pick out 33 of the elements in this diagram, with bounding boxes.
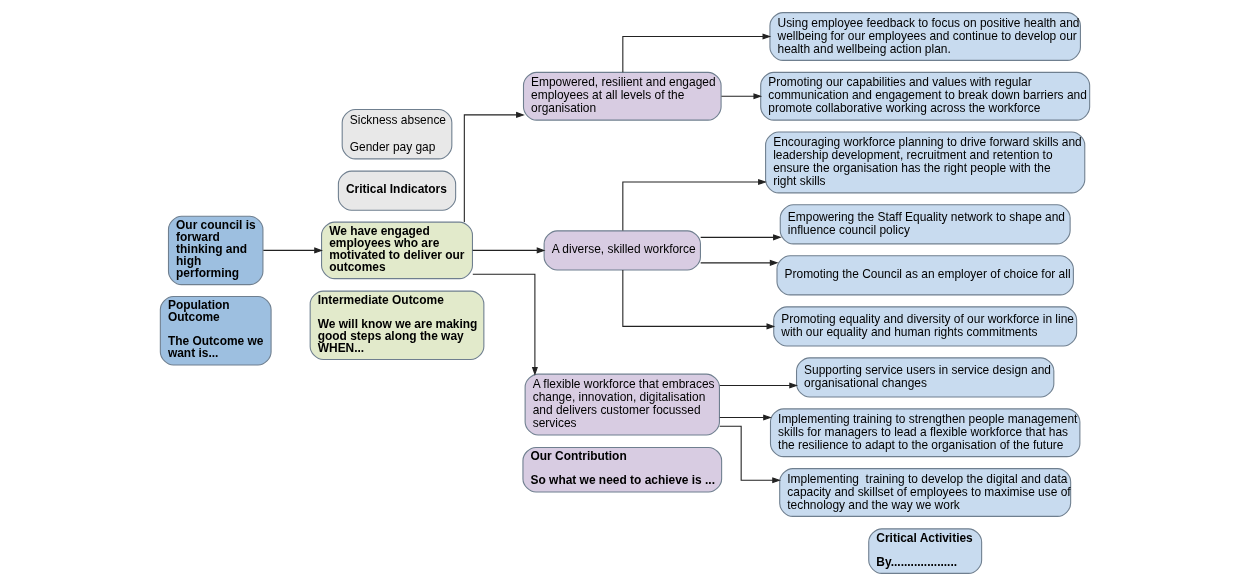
node-box: Promoting the Council as an employer of choice for all — [776, 255, 1074, 296]
node-box: Our council is forward thinking and high performing — [167, 215, 264, 286]
node-box: Using employee feedback to focus on positive health and wellbeing for our employees and continue to develop our health and wellbeing action plan. — [769, 12, 1081, 61]
node-box: Our Contribution So what we need to achieve is ... — [522, 446, 723, 493]
node-box: Sickness absence Gender pay gap — [341, 109, 453, 160]
node-box: Critical Activities By.................... — [868, 528, 983, 574]
node-box: A diverse, skilled workforce — [543, 230, 701, 271]
arrow — [720, 93, 763, 100]
node-box: Implementing training to develop the digital and data capacity and skillset of employees to maximise use of technology and the way we work — [779, 468, 1072, 517]
node-box: Intermediate Outcome We will know we are making good steps along the way WHEN... — [309, 290, 485, 361]
node-box: Promoting our capabilities and values with regular communication and engagement to break down barriers and promote collaborative working across the workforce — [760, 71, 1091, 121]
arrow — [719, 414, 772, 421]
node-box: Empowering the Staff Equality network to shape and influence council policy — [779, 204, 1071, 245]
node-box: Population Outcome The Outcome we want is... — [159, 296, 272, 366]
node-box: Critical Indicators — [337, 170, 457, 211]
node-box: Promoting equality and diversity of our workforce in line with our equality and human rights commitments — [773, 306, 1078, 347]
arrow — [719, 425, 781, 484]
arrow — [622, 269, 776, 330]
arrow — [262, 247, 323, 254]
arrow — [463, 111, 525, 223]
node-box: A flexible workforce that embraces change, innovation, digitalisation and delivers customer focussed services — [524, 373, 720, 436]
node-box: Supporting service users in service design and organisational changes — [796, 357, 1055, 398]
node-box: We have engaged employees who are motivated to deliver our outcomes — [321, 221, 473, 280]
node-box: Empowered, resilient and engaged employees at all levels of the organisation — [522, 71, 722, 121]
arrow — [622, 178, 767, 232]
arrow — [622, 33, 772, 73]
arrow — [700, 234, 782, 241]
node-box: Encouraging workforce planning to drive forward skills and leadership development, recruitment and retention to ensure the organisation has the right people with the right skills — [765, 131, 1086, 194]
arrow — [472, 247, 546, 254]
arrow — [719, 382, 798, 389]
arrow — [472, 273, 538, 376]
node-box: Implementing training to strengthen people management skills for managers to lead a flexible workforce that has the resilience to adapt to the organisation of the future — [769, 408, 1081, 458]
arrow — [700, 259, 779, 266]
